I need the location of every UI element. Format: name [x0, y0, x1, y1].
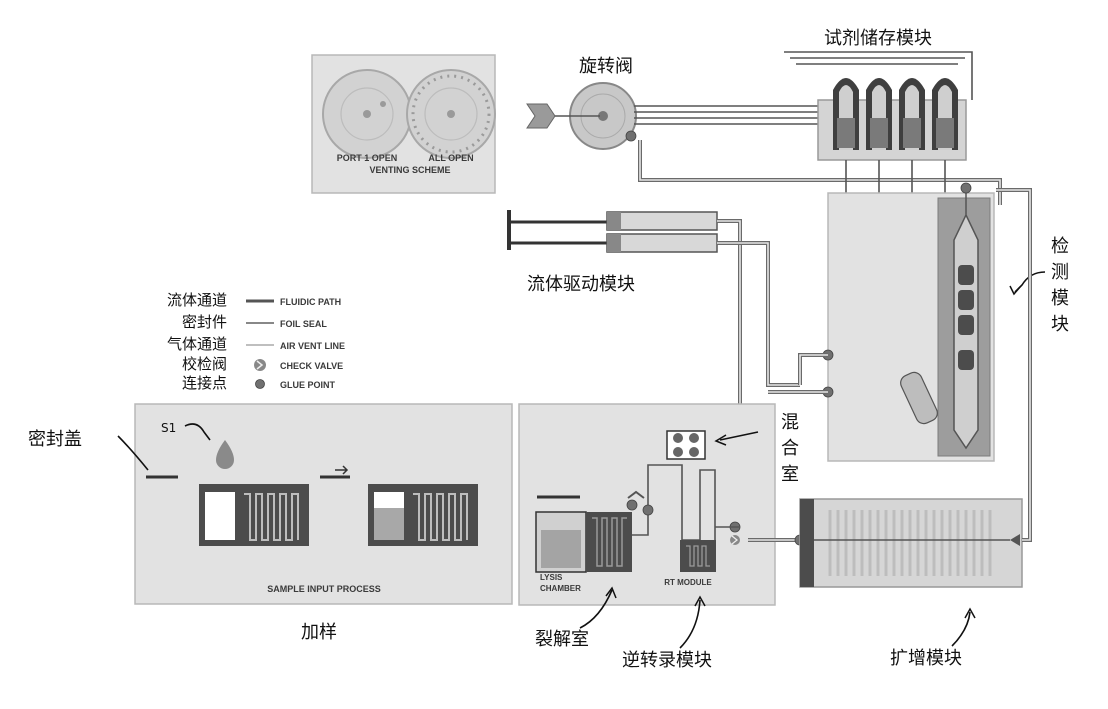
- lysis-chamber-label: 裂解室: [535, 629, 589, 650]
- reagent-tube-4: [932, 78, 958, 150]
- sample-drop-icon: [216, 440, 234, 469]
- lysis-leader: [579, 589, 613, 629]
- detection-label-2: 测: [1051, 262, 1069, 283]
- legend: 流体通道 FLUIDIC PATH 密封件 FOIL SEAL 气体通道 AIR…: [167, 291, 345, 392]
- lysis-label-2: CHAMBER: [540, 584, 581, 593]
- inlet-arrow-icon: [526, 103, 556, 129]
- rt-module-label: RT MODULE: [664, 578, 712, 587]
- check-valve-icon: [254, 359, 266, 371]
- legend-fluidic-cn: 流体通道: [167, 291, 227, 309]
- reagent-tube-1: [833, 78, 859, 150]
- reagent-tube-3: [899, 78, 925, 150]
- legend-foil-en: FOIL SEAL: [280, 319, 327, 329]
- venting-scheme-label: VENTING SCHEME: [369, 165, 450, 175]
- amplification-label: 扩增模块: [890, 648, 962, 669]
- detection-label-3: 模: [1051, 288, 1069, 309]
- all-open-disc: [406, 69, 496, 159]
- legend-item-glue-point: 连接点 GLUE POINT: [182, 374, 336, 392]
- all-open-label: ALL OPEN: [428, 153, 473, 163]
- rt-arrow-icon: [694, 595, 706, 607]
- lysis-rt-panel: LYSIS CHAMBER RT MODULE: [518, 403, 776, 606]
- seal-cap-label: 密封盖: [28, 429, 82, 450]
- mixing-arrow-icon: [714, 434, 727, 446]
- reagent-storage-label: 试剂储存模块: [824, 28, 932, 49]
- fluid-drive-module: [507, 210, 800, 387]
- mixing-chamber: [666, 430, 706, 460]
- fluid-drive-label: 流体驱动模块: [527, 274, 635, 295]
- sample-cartridge-filled: [368, 484, 478, 546]
- legend-air-cn: 气体通道: [167, 335, 227, 353]
- rotary-valve: [526, 82, 637, 150]
- drive-to-detection-pipe: [798, 353, 828, 385]
- legend-item-fluidic-path: 流体通道 FLUIDIC PATH: [167, 291, 341, 309]
- seal-cap-leader: [117, 435, 149, 471]
- legend-item-check-valve: 校检阀 CHECK VALVE: [182, 355, 343, 373]
- amp-leader: [951, 611, 971, 647]
- rt-module-unit: [626, 464, 741, 572]
- sample-id-label: S1: [161, 421, 176, 435]
- legend-air-en: AIR VENT LINE: [280, 341, 345, 351]
- legend-glue-en: GLUE POINT: [280, 380, 336, 390]
- port1-open-disc: [322, 69, 412, 159]
- legend-check-en: CHECK VALVE: [280, 361, 343, 371]
- sample-input-label: SAMPLE INPUT PROCESS: [267, 584, 381, 594]
- detection-label: 检 测 模 块: [1051, 236, 1069, 335]
- detection-arrow-icon: [1009, 285, 1021, 296]
- amp-arrow-icon: [964, 607, 976, 619]
- mixing-label: 混 合 室: [781, 412, 799, 485]
- lysis-chamber: [535, 511, 632, 573]
- legend-fluidic-en: FLUIDIC PATH: [280, 297, 341, 307]
- detection-label-4: 块: [1051, 314, 1069, 335]
- mixing-label-2: 合: [781, 438, 799, 459]
- legend-glue-cn: 连接点: [182, 374, 227, 392]
- sample-input-panel: S1 SAMPLE INPUT PROCESS: [134, 403, 513, 605]
- mixing-leader: [719, 431, 759, 441]
- legend-check-cn: 校检阀: [182, 355, 227, 373]
- rt-leader: [679, 599, 701, 649]
- detection-label-1: 检: [1051, 236, 1069, 257]
- reagent-storage-module: [784, 51, 973, 161]
- legend-item-air-vent: 气体通道 AIR VENT LINE: [167, 335, 345, 353]
- mixing-label-1: 混: [781, 412, 799, 433]
- rt-module-cn-label: 逆转录模块: [622, 650, 712, 671]
- step-arrow-icon: [335, 465, 349, 475]
- lysis-label-1: LYSIS: [540, 573, 563, 582]
- legend-foil-cn: 密封件: [182, 313, 227, 331]
- port1-open-label: PORT 1 OPEN: [337, 153, 398, 163]
- sample-loading-label: 加样: [301, 622, 337, 643]
- amplification-module: [799, 188, 1032, 588]
- reagent-tube-2: [866, 78, 892, 150]
- legend-item-foil-seal: 密封件 FOIL SEAL: [182, 313, 327, 331]
- venting-scheme-panel: PORT 1 OPEN ALL OPEN VENTING SCHEME: [311, 54, 496, 194]
- sample-cartridge-empty: [199, 484, 309, 546]
- detection-module: [822, 182, 995, 462]
- mixing-label-3: 室: [781, 464, 799, 485]
- lysis-arrow-icon: [605, 586, 617, 599]
- rotary-valve-label: 旋转阀: [579, 56, 633, 77]
- glue-point-icon: [255, 379, 265, 389]
